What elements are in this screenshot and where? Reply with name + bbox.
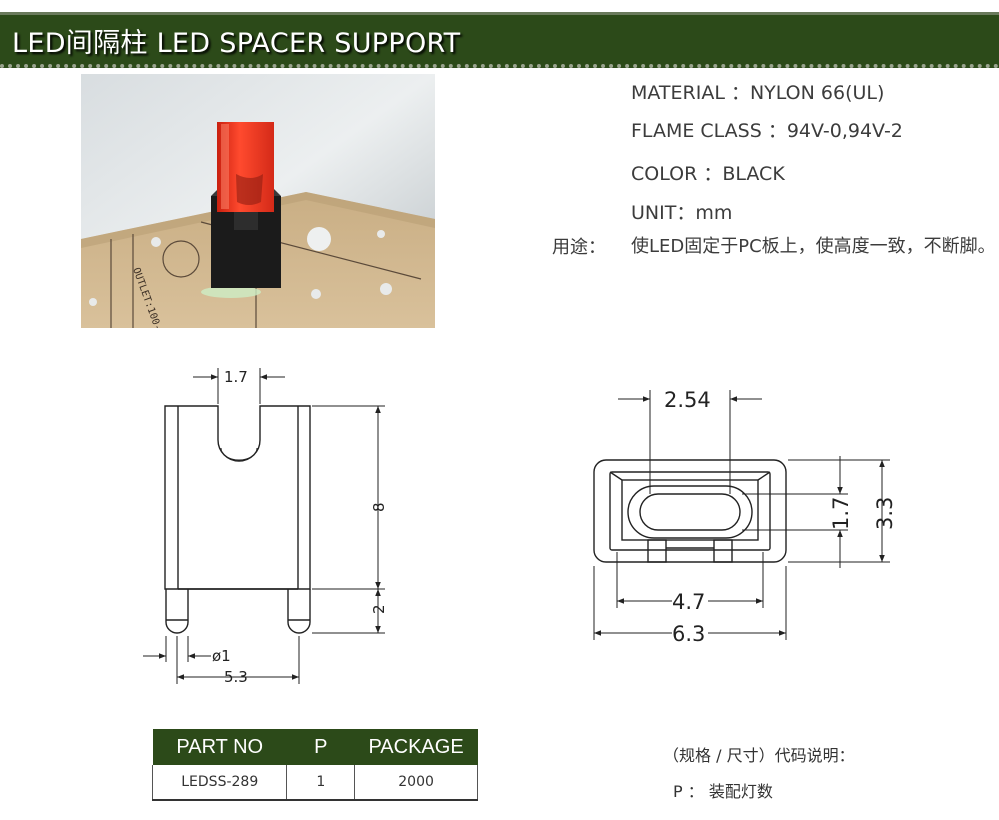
part-table-header-row: PART NO P PACKAGE [152, 729, 478, 765]
cell-p: 1 [286, 765, 356, 801]
dim-pin-diameter: ø1 [212, 647, 231, 665]
spec-unit: UNIT：mm [631, 202, 733, 224]
product-photo-illustration: OUTLET:100- [81, 74, 435, 328]
cell-part-no: LEDSS-289 [151, 765, 288, 801]
table-header-p: P [286, 729, 355, 765]
usage-label: 用途： [552, 237, 606, 258]
code-note-p: P ： 装配灯数 [673, 782, 773, 801]
page-title: LED间隔柱 LED SPACER SUPPORT [12, 28, 461, 59]
dim-inner-height: 1.7 [829, 497, 853, 530]
usage-text: 使LED固定于PC板上，使高度一致，不断脚。 [631, 236, 996, 257]
dim-outer-height: 3.3 [873, 497, 897, 530]
code-note-title: （规格 / 尺寸）代码说明： [663, 746, 855, 765]
spec-color: COLOR ：BLACK [631, 163, 785, 185]
spec-flame-class: FLAME CLASS ：94V-0,94V-2 [631, 120, 903, 142]
cell-package: 2000 [354, 765, 478, 801]
part-table: PART NO P PACKAGE LEDSS-289 1 2000 [151, 729, 478, 801]
spec-material: MATERIAL ：NYLON 66(UL) [631, 82, 885, 104]
side-view [143, 368, 385, 684]
table-header-part-no: PART NO [152, 729, 287, 765]
dim-height: 8 [370, 502, 388, 512]
top-view-labels: 2.54 4.7 6.3 1.7 3.3 [664, 388, 897, 646]
side-view-labels: 1.7 8 2 ø1 5.3 [212, 368, 388, 686]
dim-top-width: 1.7 [224, 368, 248, 386]
dim-hole-pitch: 2.54 [664, 388, 711, 412]
product-photo: OUTLET:100- [81, 74, 435, 328]
dim-pin-height: 2 [370, 604, 388, 614]
table-row: LEDSS-289 1 2000 [151, 765, 478, 801]
dim-pin-span: 5.3 [224, 668, 248, 686]
table-header-package: PACKAGE [354, 729, 478, 765]
dim-outer-width: 6.3 [672, 622, 705, 646]
title-banner: LED间隔柱 LED SPACER SUPPORT [0, 12, 999, 68]
dim-inner-width: 4.7 [672, 590, 705, 614]
top-view [593, 390, 890, 640]
